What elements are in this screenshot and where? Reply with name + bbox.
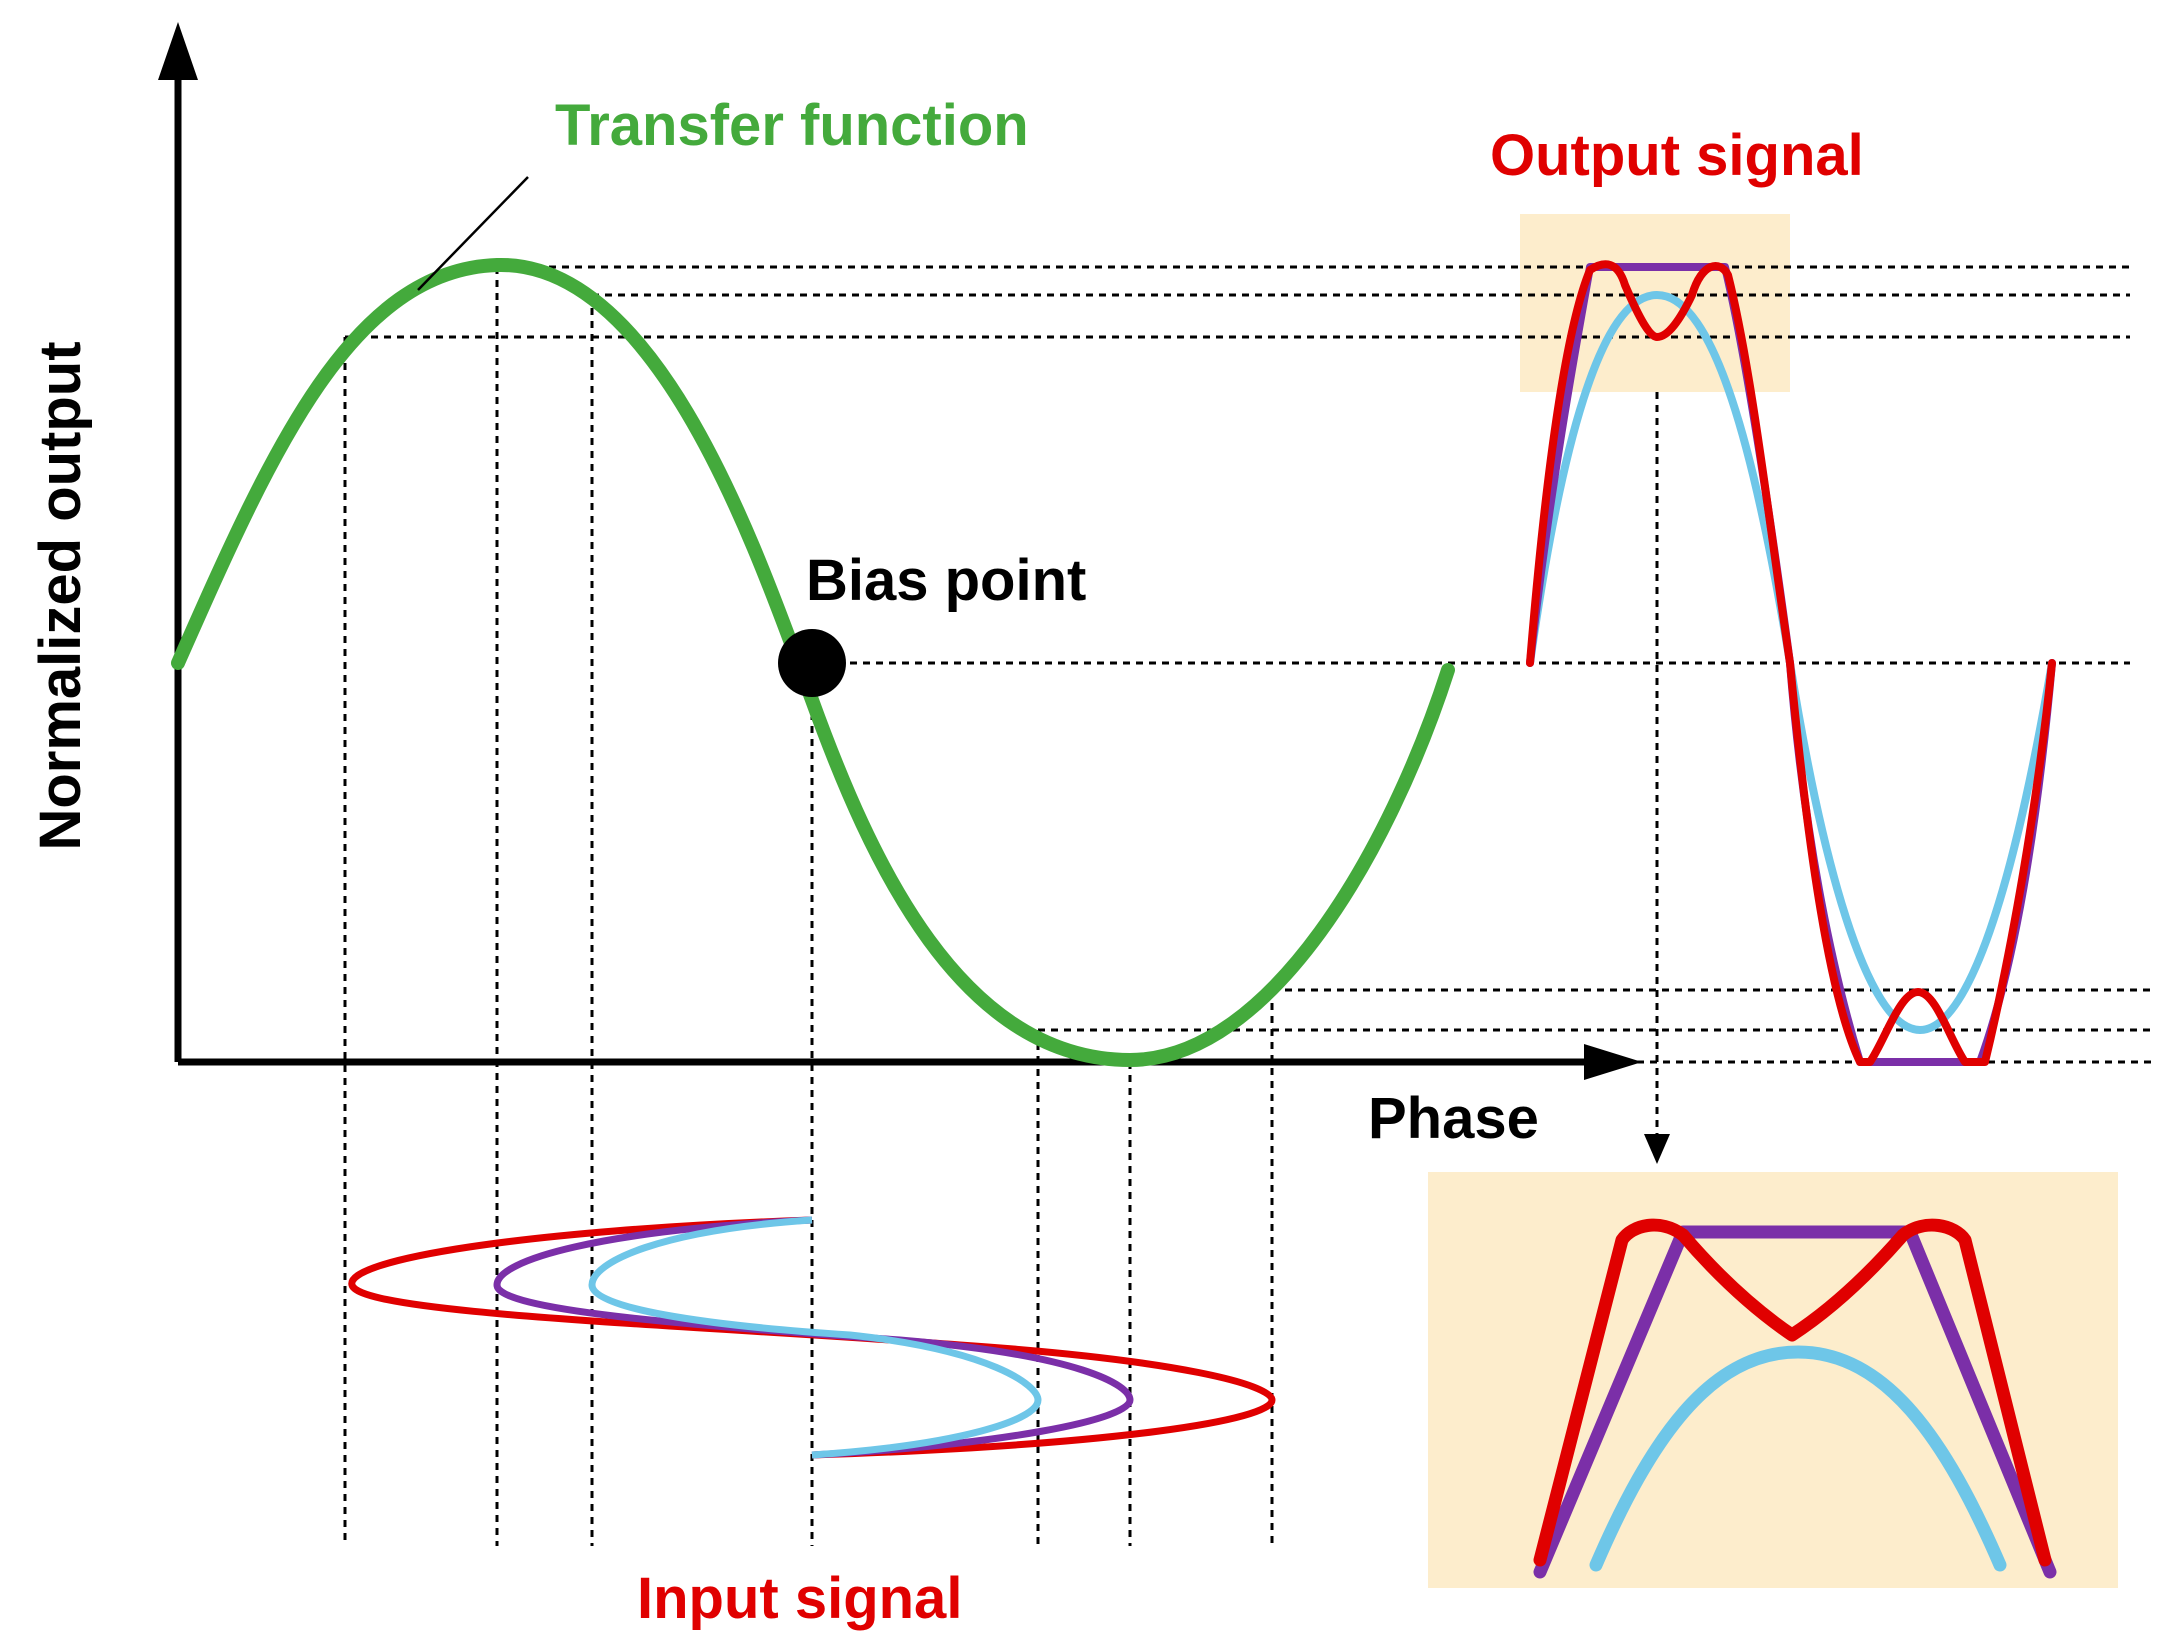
inset-blue [1589,1345,2007,1572]
zoom-inset-curves [1533,1218,2057,1579]
input-signal-blue [588,1216,1042,1459]
inset-purple [1533,1225,2057,1579]
input-signal-curves [348,1216,1276,1459]
transfer-function-label: Transfer function [555,93,1029,158]
bias-point-label: Bias point [806,548,1086,613]
y-axis-arrow-icon [158,22,198,80]
output-signal-label: Output signal [1490,123,1864,188]
y-axis-label: Normalized output [28,341,93,850]
bias-point-marker [778,629,846,697]
x-axis-arrow-icon [1584,1044,1642,1080]
output-signal-red [1526,260,2056,1066]
transfer-function-leader [417,176,529,291]
output-signal-curves [1526,260,2056,1066]
input-signal-label: Input signal [637,1566,962,1631]
zoom-arrow-icon [1644,1134,1670,1164]
inset-red [1533,1218,2052,1567]
phase-axis-label: Phase [1368,1086,1539,1151]
